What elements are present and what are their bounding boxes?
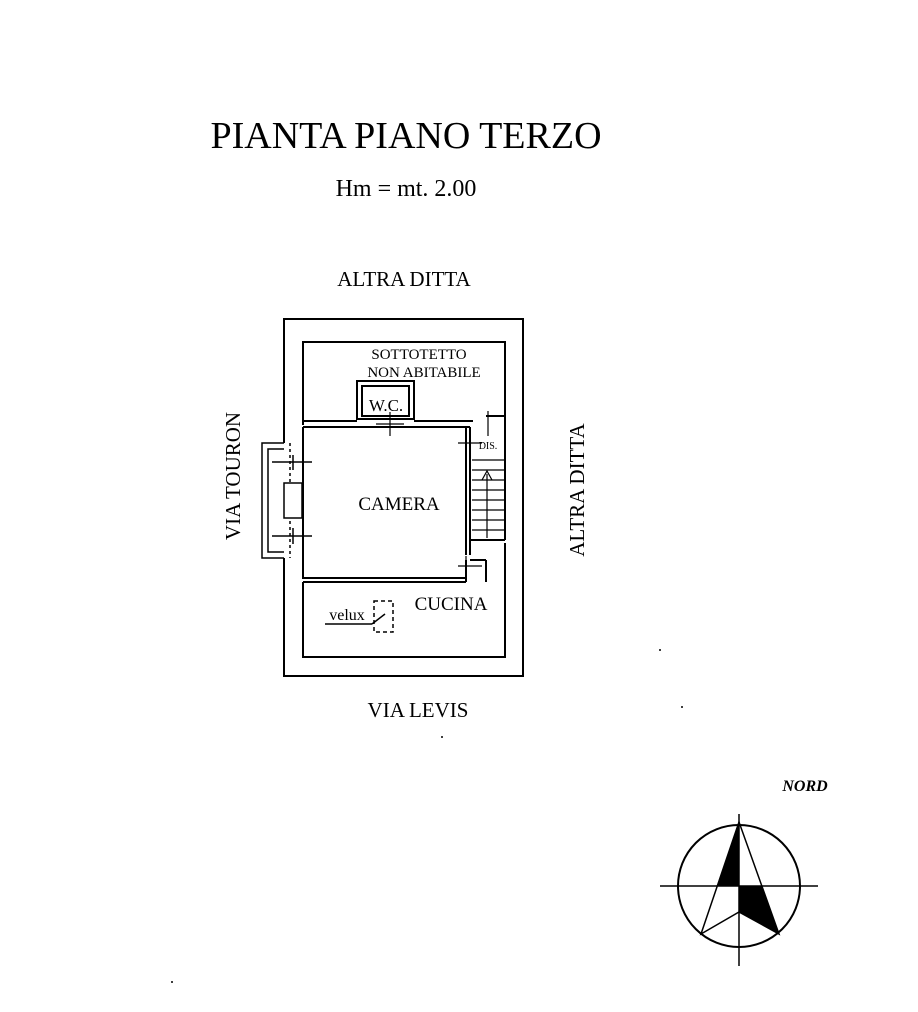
neighbor-east-label: ALTRA DITTA	[565, 422, 589, 556]
skylight-label: velux	[329, 607, 365, 624]
building-walls	[283, 318, 524, 677]
neighbor-north-label: ALTRA DITTA	[337, 267, 471, 291]
window-marks	[272, 455, 312, 544]
attic-label-line1: SOTTOTETTO	[371, 347, 466, 363]
bedroom-label: CAMERA	[358, 494, 440, 515]
drawing-subtitle: Hm = mt. 2.00	[336, 176, 477, 202]
door-marks	[376, 411, 489, 578]
scan-speckles	[171, 649, 683, 983]
neighbor-west-label: VIA TOURON	[221, 412, 245, 540]
stair	[472, 459, 504, 538]
landing-label: DIS.	[479, 441, 498, 452]
kitchen-label: CUCINA	[415, 594, 488, 615]
neighbor-south-label: VIA LEVIS	[368, 698, 469, 722]
north-arrow-icon	[660, 814, 818, 966]
wc-label: W.C.	[369, 396, 403, 415]
velux-skylight	[325, 600, 394, 633]
drawing-title: PIANTA PIANO TERZO	[210, 115, 601, 157]
attic-label-line2: NON ABITABILE	[367, 365, 480, 381]
compass-label: NORD	[781, 778, 828, 795]
